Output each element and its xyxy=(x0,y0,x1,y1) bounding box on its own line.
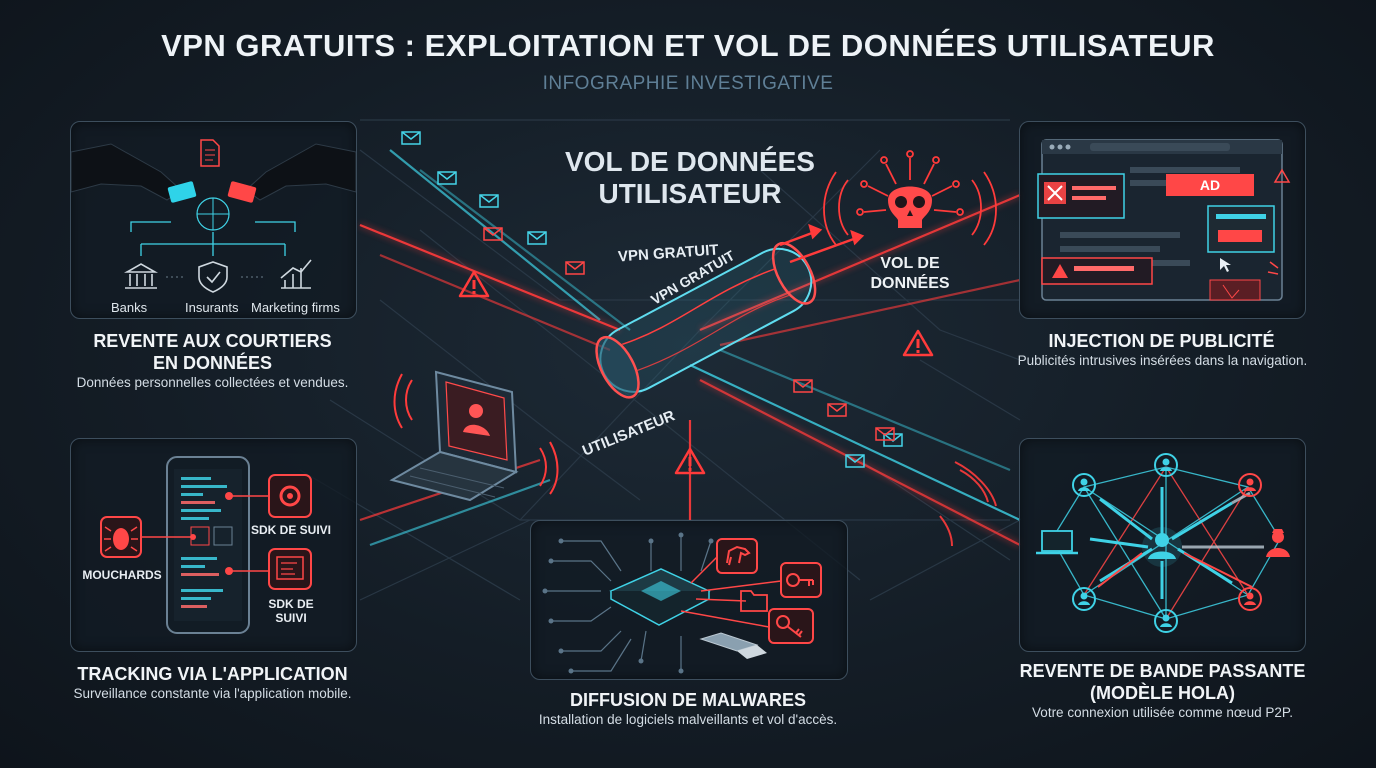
bandwidth-desc: Votre connexion utilisée comme nœud P2P. xyxy=(1032,705,1293,720)
panel-ad-injection: AD xyxy=(1019,121,1306,319)
bandwidth-title-line1: REVENTE DE BANDE PASSANTE xyxy=(1019,661,1306,681)
theft-label-line2: DONNÉES xyxy=(870,275,950,292)
brokers-title: REVENTE AUX COURTIERS EN DONNÉES xyxy=(60,330,365,374)
ads-title: INJECTION DE PUBLICITÉ xyxy=(1048,331,1275,351)
brokers-desc: Données personnelles collectées et vendu… xyxy=(76,375,349,390)
ad-label: AD xyxy=(1199,177,1221,193)
label-trackers: MOUCHARDS xyxy=(82,568,162,582)
page-subtitle: INFOGRAPHIE INVESTIGATIVE xyxy=(542,73,834,94)
panel-data-brokers: Banks Insurants Marketing firms xyxy=(70,121,357,319)
ads-desc: Publicités intrusives insérées dans la n… xyxy=(1017,353,1308,368)
label-sdk-2-line1: SDK DE xyxy=(268,597,314,611)
brokers-title-line1: REVENTE AUX COURTIERS xyxy=(93,331,332,351)
panel-malware xyxy=(530,520,848,680)
bandwidth-title-line2: (MODÈLE HOLA) xyxy=(1090,683,1235,703)
tracking-title: TRACKING VIA L'APPLICATION xyxy=(77,664,348,684)
p2p-network-illustration xyxy=(1036,453,1290,633)
label-marketing-firms: Marketing firms xyxy=(251,300,340,315)
label-insurants: Insurants xyxy=(185,300,239,315)
ad-injection-illustration xyxy=(1037,139,1291,301)
malware-desc: Installation de logiciels malveillants e… xyxy=(538,712,838,727)
theft-label-line1: VOL DE xyxy=(880,255,940,272)
brokers-title-line2: EN DONNÉES xyxy=(152,353,273,373)
label-sdk-1: SDK DE SUIVI xyxy=(251,523,332,537)
label-sdk-2-line2: SUIVI xyxy=(275,611,307,625)
center-title-line1: VOL DE DONNÉES xyxy=(565,146,815,177)
tracking-desc: Surveillance constante via l'application… xyxy=(73,686,352,701)
center-title-line2: UTILISATEUR xyxy=(598,178,782,209)
center-title: VOL DE DONNÉES UTILISATEUR xyxy=(520,146,860,210)
brokers-illustration xyxy=(71,139,356,293)
malware-title: DIFFUSION DE MALWARES xyxy=(569,690,806,710)
label-banks: Banks xyxy=(111,300,148,315)
page-title: VPN GRATUITS : EXPLOITATION ET VOL DE DO… xyxy=(161,28,1215,63)
tracking-illustration xyxy=(100,456,312,634)
label-sdk-2: SDK DE SUIVI xyxy=(251,597,331,625)
panel-bandwidth-resale xyxy=(1019,438,1306,652)
bandwidth-title: REVENTE DE BANDE PASSANTE (MODÈLE HOLA) xyxy=(1000,660,1325,704)
malware-illustration xyxy=(542,532,822,674)
p2p-nodes xyxy=(1072,453,1262,633)
theft-label: VOL DE DONNÉES xyxy=(855,254,965,294)
panel-app-tracking: MOUCHARDS SDK DE SUIVI SDK DE SUIVI xyxy=(70,438,357,652)
